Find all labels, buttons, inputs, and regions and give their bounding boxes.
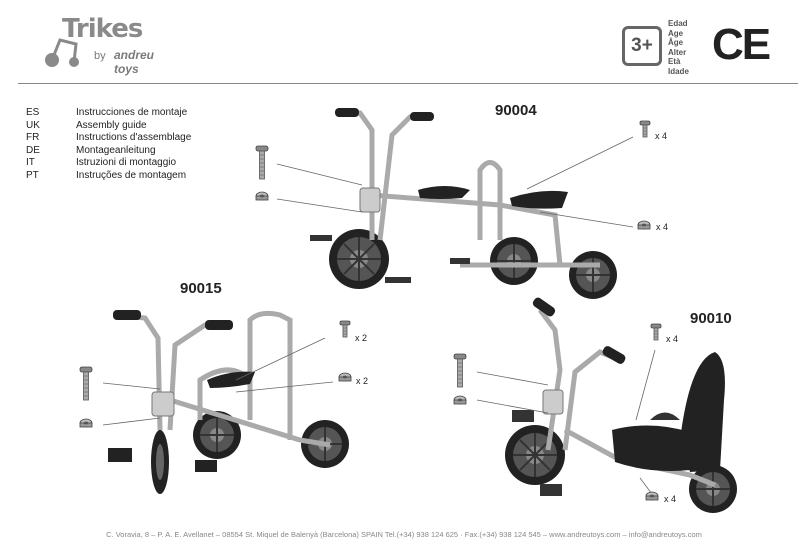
trike-90015 bbox=[108, 310, 350, 494]
ce-mark: CE bbox=[712, 20, 771, 69]
language-row: ES Instrucciones de montaje bbox=[26, 107, 191, 120]
language-row: IT Istruzioni di montaggio bbox=[26, 157, 191, 170]
language-text: Instructions d'assemblage bbox=[76, 132, 192, 144]
age-label: Age bbox=[668, 28, 684, 38]
screw-icon bbox=[453, 353, 467, 388]
language-text: Istruzioni di montaggio bbox=[76, 157, 177, 169]
language-row: DE Montageanleitung bbox=[26, 145, 191, 158]
nut-icon bbox=[453, 395, 467, 405]
trike-90004 bbox=[310, 108, 618, 300]
age-label: Edad bbox=[668, 19, 688, 28]
age-labels: Edad Age Âge Alter Età Idade bbox=[668, 19, 689, 77]
age-badge: 3+ bbox=[622, 26, 662, 66]
screw-quantity: x 2 bbox=[355, 333, 368, 343]
nut-quantity: x 4 bbox=[664, 494, 677, 504]
header-divider bbox=[18, 83, 798, 84]
company-address-footer: C. Voravia, 8 – P. A. E. Avellanet – 085… bbox=[106, 530, 702, 539]
language-row: PT Instruções de montagem bbox=[26, 170, 191, 183]
language-row: UK Assembly guide bbox=[26, 120, 191, 133]
nut-quantity: x 4 bbox=[656, 222, 669, 232]
brand-by: by bbox=[94, 50, 106, 62]
language-list: ES Instrucciones de montaje UK Assembly gu… bbox=[26, 107, 191, 183]
trike-90010 bbox=[504, 297, 738, 514]
language-text: Instruções de montagem bbox=[76, 169, 187, 181]
language-code: UK bbox=[26, 119, 40, 131]
brand-logo: Trikes by andreu toys bbox=[42, 14, 162, 76]
language-code: FR bbox=[26, 132, 40, 144]
language-code: DE bbox=[26, 144, 40, 156]
language-text: Assembly guide bbox=[76, 119, 147, 131]
screw-icon bbox=[639, 120, 651, 138]
screw-quantity: x 4 bbox=[666, 334, 679, 344]
brand-maker: andreu toys bbox=[114, 48, 155, 76]
screw-icon bbox=[339, 320, 351, 338]
brand-name: Trikes bbox=[62, 14, 143, 44]
nut-icon bbox=[255, 191, 269, 201]
model-number-90004: 90004 bbox=[495, 102, 537, 119]
language-code: ES bbox=[26, 107, 40, 118]
age-label: Âge bbox=[668, 38, 684, 48]
language-text: Instrucciones de montaje bbox=[76, 107, 188, 118]
age-label: Alter bbox=[668, 47, 687, 57]
screw-icon bbox=[255, 145, 269, 180]
nut-icon bbox=[338, 372, 352, 382]
model-number-90015: 90015 bbox=[180, 280, 222, 297]
screw-icon bbox=[79, 366, 93, 401]
screw-quantity: x 4 bbox=[655, 131, 668, 141]
nut-quantity: x 2 bbox=[356, 376, 369, 386]
nut-icon bbox=[79, 418, 93, 428]
age-label: Idade bbox=[668, 66, 689, 76]
age-label: Età bbox=[668, 57, 681, 67]
language-code: PT bbox=[26, 169, 39, 181]
nut-icon bbox=[645, 491, 659, 501]
language-row: FR Instructions d'assemblage bbox=[26, 132, 191, 145]
model-number-90010: 90010 bbox=[690, 310, 732, 327]
tricycle-logo-icon bbox=[45, 38, 79, 67]
nut-icon bbox=[637, 220, 651, 230]
screw-icon bbox=[650, 323, 662, 341]
language-text: Montageanleitung bbox=[76, 144, 156, 156]
language-code: IT bbox=[26, 157, 35, 169]
